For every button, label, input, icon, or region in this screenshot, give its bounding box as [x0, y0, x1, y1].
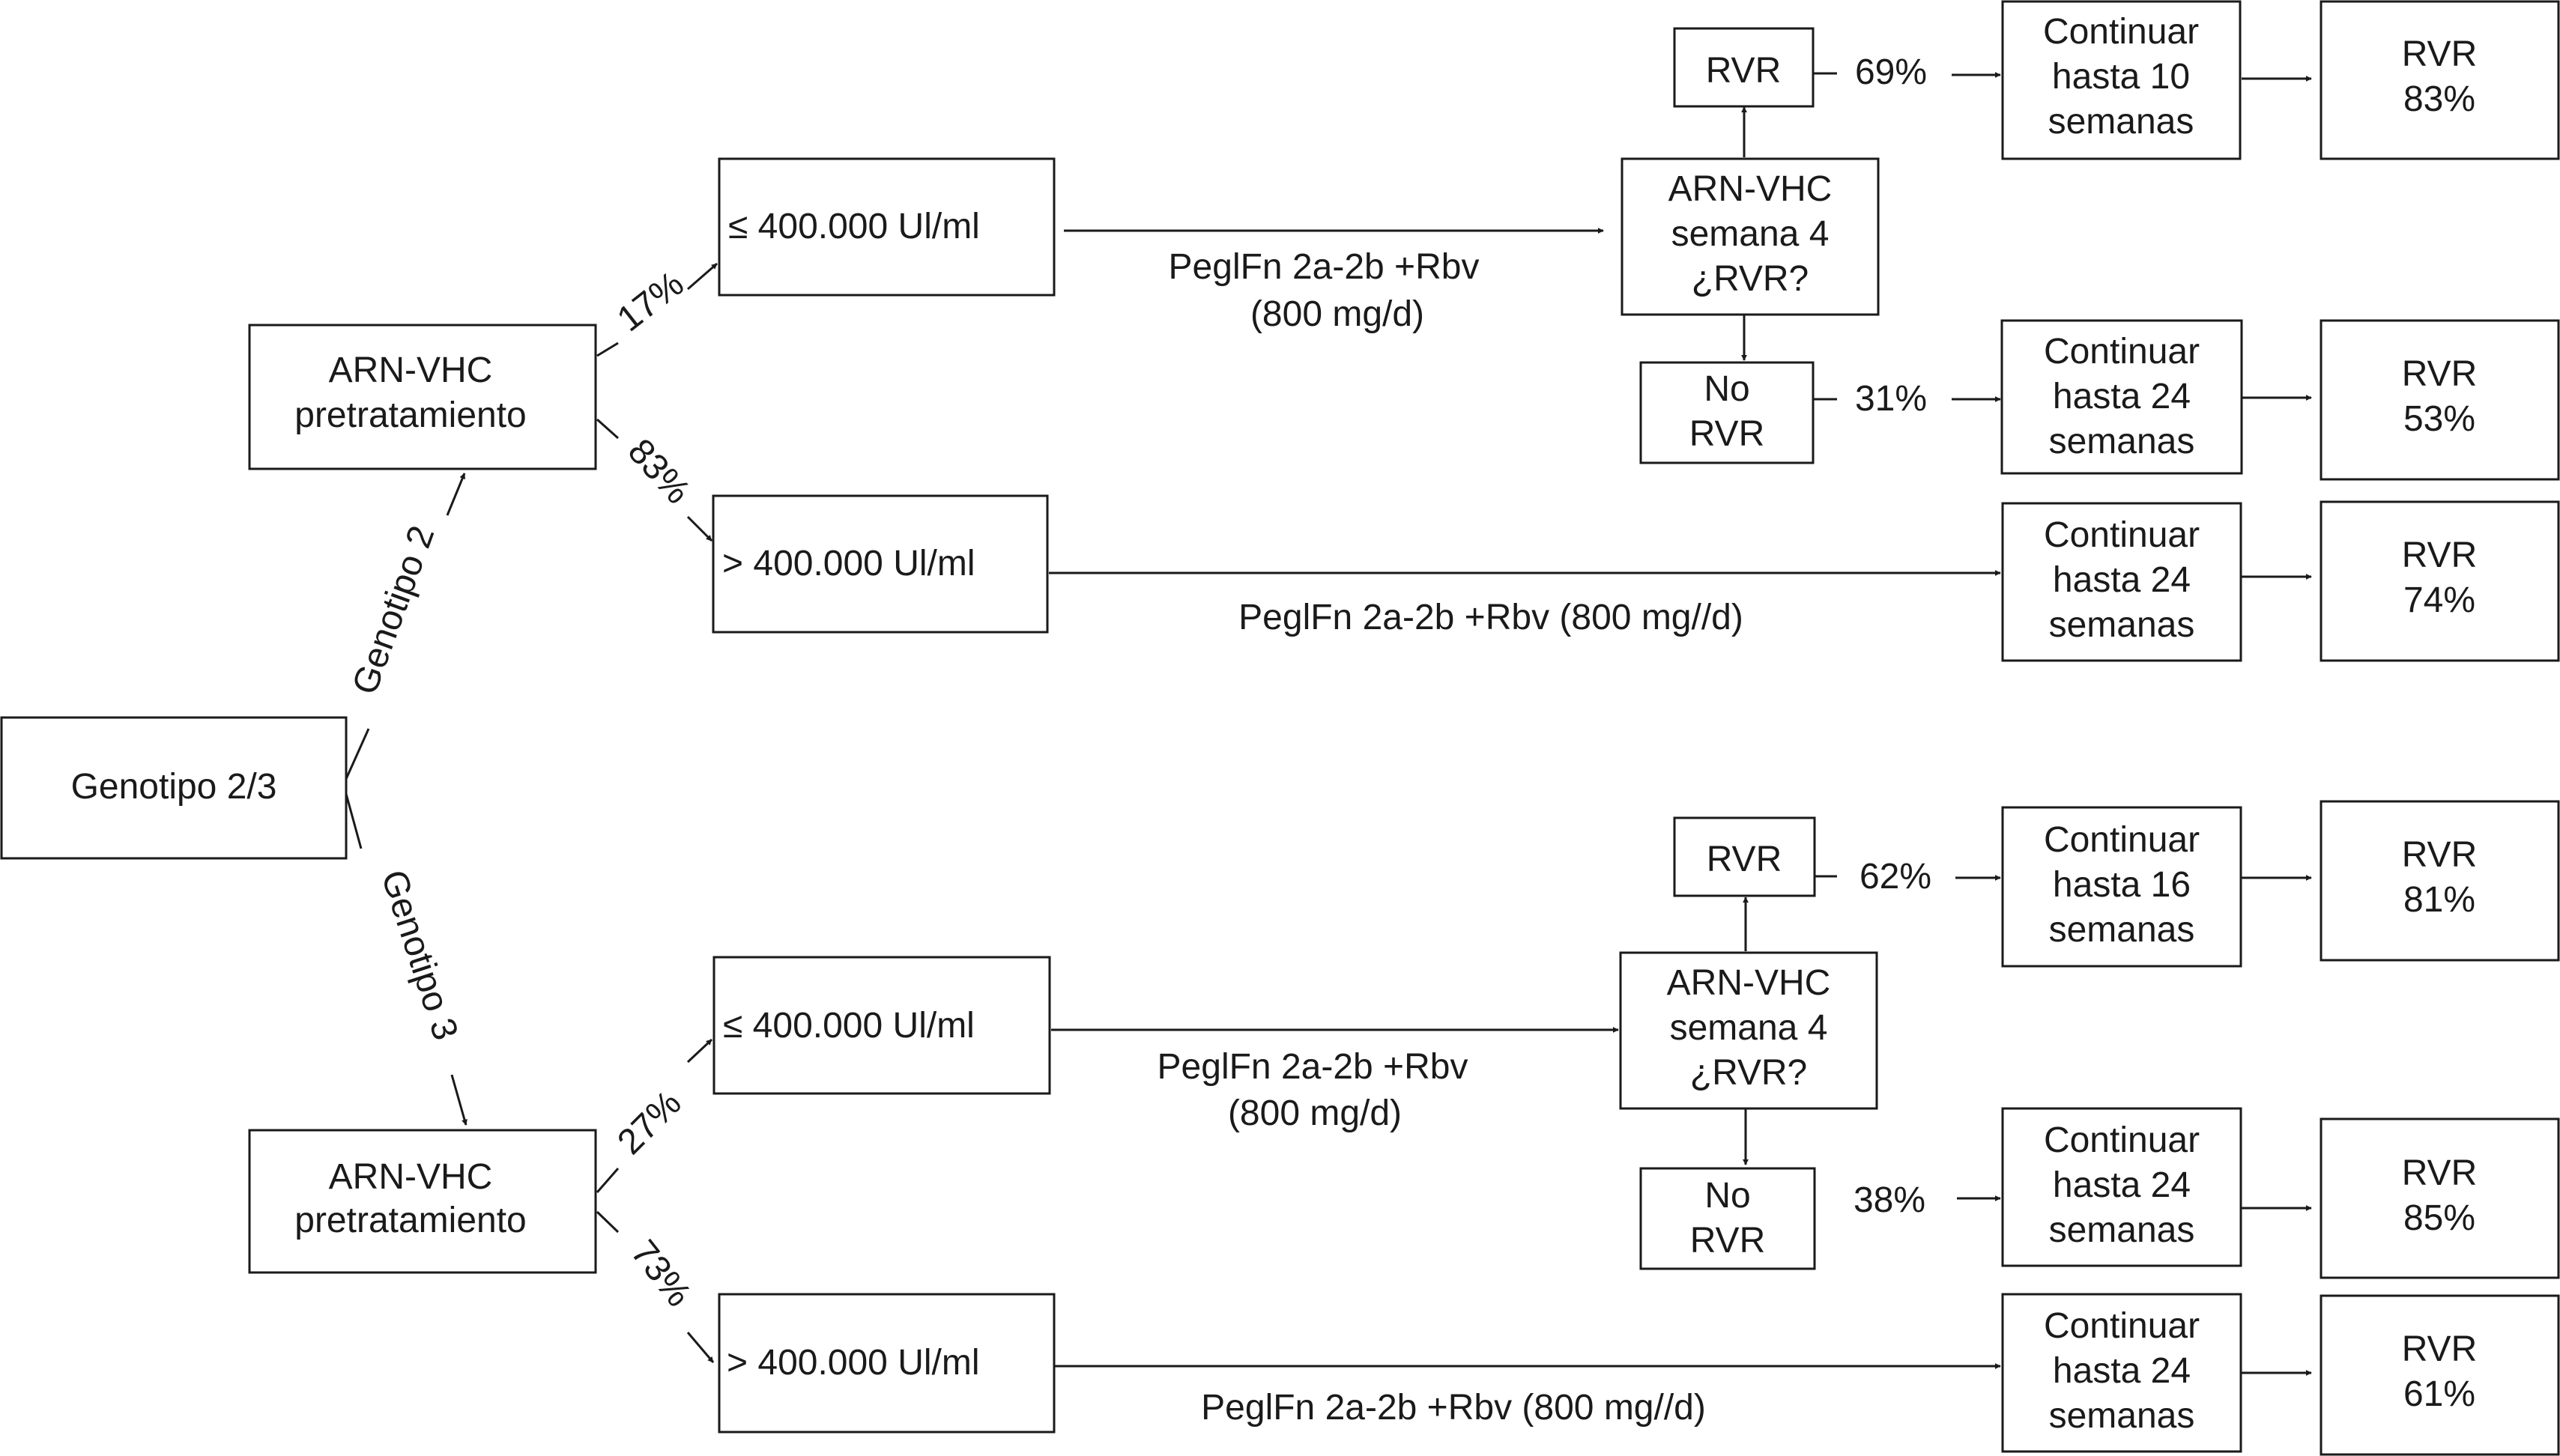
- g3-no-rvr-continue-line2: hasta 24: [2053, 1165, 2191, 1205]
- g3-rvr-outcome-line2: 81%: [2403, 880, 2475, 920]
- g2-no-rvr-continue-node: Continuar hasta 24 semanas: [2000, 319, 2243, 475]
- g2-rvr-continue-line3: semanas: [2048, 102, 2194, 142]
- g2-low-viral-load-node: ≤ 400.000 Ul/ml: [718, 157, 1056, 297]
- connectors: [345, 72, 2312, 1376]
- g2-no-rvr-continue-line1: Continuar: [2044, 332, 2200, 371]
- g3-week4-line3: ¿RVR?: [1690, 1053, 1808, 1093]
- g2-no-rvr-pct: 31%: [1855, 379, 1927, 419]
- g3-rvr-outcome-node: RVR 81%: [2320, 800, 2560, 962]
- g3-high-viral-load-node: > 400.000 Ul/ml: [718, 1293, 1056, 1434]
- g3-no-rvr-outcome-line2: 85%: [2403, 1198, 2475, 1238]
- g3-rvr-label: RVR: [1707, 840, 1782, 879]
- root-label: Genotipo 2/3: [71, 767, 277, 807]
- g3-high-continue-line1: Continuar: [2044, 1306, 2200, 1346]
- g2-high-continue-node: Continuar hasta 24 semanas: [2001, 502, 2242, 662]
- g2-rvr-outcome-line1: RVR: [2402, 34, 2477, 74]
- g3-rvr-node: RVR: [1673, 816, 1816, 897]
- g2-no-rvr-continue-line2: hasta 24: [2053, 377, 2191, 416]
- g2-pretreatment-line1: ARN-VHC: [329, 351, 493, 390]
- g2-high-continue-line1: Continuar: [2044, 515, 2200, 555]
- g3-high-continue-node: Continuar hasta 24 semanas: [2001, 1293, 2242, 1453]
- g2-rvr-continue-line1: Continuar: [2043, 12, 2199, 52]
- g2-rvr-label: RVR: [1706, 51, 1781, 91]
- g2-rvr-pct: 69%: [1855, 52, 1927, 92]
- g2-high-pct: 83%: [620, 431, 698, 512]
- g2-low-viral-load-label: ≤ 400.000 Ul/ml: [728, 207, 980, 246]
- g3-rvr-continue-node: Continuar hasta 16 semanas: [2001, 806, 2242, 968]
- g3-rvr-outcome-line1: RVR: [2402, 835, 2477, 875]
- g3-no-rvr-line2: RVR: [1690, 1221, 1765, 1261]
- g2-high-outcome-line1: RVR: [2402, 536, 2477, 575]
- genotype-3-branch: ARN-VHC pretratamiento 27% 73% ≤ 400.000…: [248, 800, 2560, 1456]
- g3-week4-line2: semana 4: [1670, 1008, 1828, 1048]
- genotype-2-label: Genotipo 2: [345, 521, 442, 700]
- g3-high-outcome-line1: RVR: [2402, 1329, 2477, 1369]
- g2-high-outcome-line2: 74%: [2403, 580, 2475, 620]
- g2-high-viral-load-label: > 400.000 Ul/ml: [722, 544, 975, 583]
- g3-rvr-pct: 62%: [1860, 857, 1931, 897]
- g3-no-rvr-pct: 38%: [1854, 1180, 1925, 1220]
- g2-week4-line1: ARN-VHC: [1668, 169, 1833, 209]
- g2-week4-node: ARN-VHC semana 4 ¿RVR?: [1621, 157, 1880, 316]
- g3-rvr-continue-line1: Continuar: [2044, 820, 2200, 860]
- g2-no-rvr-line1: No: [1704, 369, 1749, 409]
- g2-high-therapy: PeglFn 2a-2b +Rbv (800 mg//d): [1238, 598, 1743, 637]
- g2-high-viral-load-node: > 400.000 Ul/ml: [712, 494, 1049, 634]
- g3-high-outcome-line2: 61%: [2403, 1374, 2475, 1414]
- g3-high-viral-load-label: > 400.000 Ul/ml: [727, 1343, 980, 1383]
- g3-pretreatment-line1: ARN-VHC: [329, 1157, 493, 1197]
- g2-low-pct: 17%: [610, 264, 691, 339]
- g3-rvr-continue-line3: semanas: [2049, 910, 2195, 950]
- g3-no-rvr-continue-node: Continuar hasta 24 semanas: [2001, 1107, 2242, 1267]
- g3-low-therapy-line1: PeglFn 2a-2b +Rbv: [1158, 1047, 1468, 1087]
- g3-pretreatment-node: ARN-VHC pretratamiento: [248, 1129, 597, 1274]
- g3-week4-line1: ARN-VHC: [1667, 963, 1831, 1003]
- g3-week4-node: ARN-VHC semana 4 ¿RVR?: [1619, 951, 1878, 1110]
- g3-no-rvr-continue-line3: semanas: [2049, 1210, 2195, 1250]
- g3-high-continue-line2: hasta 24: [2053, 1351, 2191, 1391]
- g3-low-pct: 27%: [610, 1083, 689, 1162]
- g2-no-rvr-node: No RVR: [1639, 361, 1815, 464]
- g3-high-outcome-node: RVR 61%: [2320, 1294, 2560, 1456]
- g3-rvr-continue-line2: hasta 16: [2053, 865, 2191, 905]
- g2-no-rvr-outcome-line2: 53%: [2403, 399, 2475, 439]
- g3-no-rvr-node: No RVR: [1639, 1167, 1816, 1270]
- g3-low-therapy-line2: (800 mg/d): [1228, 1093, 1402, 1133]
- g2-no-rvr-outcome-line1: RVR: [2402, 354, 2477, 394]
- g3-high-therapy: PeglFn 2a-2b +Rbv (800 mg//d): [1201, 1388, 1706, 1428]
- g2-no-rvr-continue-line3: semanas: [2049, 422, 2195, 461]
- g2-low-therapy-line2: (800 mg/d): [1250, 294, 1424, 334]
- g3-high-continue-line3: semanas: [2049, 1396, 2195, 1436]
- g2-no-rvr-line2: RVR: [1689, 414, 1764, 454]
- g2-low-therapy-line1: PeglFn 2a-2b +Rbv: [1169, 247, 1480, 287]
- g2-no-rvr-outcome-node: RVR 53%: [2320, 319, 2560, 481]
- g2-rvr-continue-node: Continuar hasta 10 semanas: [2001, 0, 2242, 160]
- g2-rvr-node: RVR: [1673, 27, 1815, 108]
- g2-high-continue-line2: hasta 24: [2053, 560, 2191, 600]
- g2-week4-line3: ¿RVR?: [1692, 259, 1809, 299]
- g3-no-rvr-outcome-line1: RVR: [2402, 1153, 2477, 1193]
- g3-low-viral-load-node: ≤ 400.000 Ul/ml: [712, 956, 1051, 1095]
- g3-no-rvr-outcome-node: RVR 85%: [2320, 1117, 2560, 1279]
- g2-pretreatment-line2: pretratamiento: [294, 395, 527, 435]
- g2-rvr-outcome-line2: 83%: [2403, 79, 2475, 119]
- g2-pretreatment-node: ARN-VHC pretratamiento: [248, 324, 597, 470]
- g3-no-rvr-line1: No: [1704, 1176, 1750, 1216]
- g2-rvr-outcome-node: RVR 83%: [2320, 0, 2560, 160]
- g2-rvr-continue-line2: hasta 10: [2052, 57, 2190, 97]
- g2-week4-line2: semana 4: [1671, 214, 1830, 254]
- g3-no-rvr-continue-line1: Continuar: [2044, 1120, 2200, 1160]
- g3-high-pct: 73%: [623, 1233, 699, 1314]
- g3-low-viral-load-label: ≤ 400.000 Ul/ml: [723, 1006, 975, 1046]
- g2-high-continue-line3: semanas: [2049, 605, 2195, 645]
- g2-high-outcome-node: RVR 74%: [2320, 500, 2560, 662]
- genotype-3-label: Genotipo 3: [373, 865, 465, 1045]
- genotype-2-branch: ARN-VHC pretratamiento 17% 83% ≤ 400.000…: [248, 0, 2560, 662]
- g3-pretreatment-line2: pretratamiento: [294, 1201, 527, 1240]
- root-node: Genotipo 2/3: [0, 716, 348, 860]
